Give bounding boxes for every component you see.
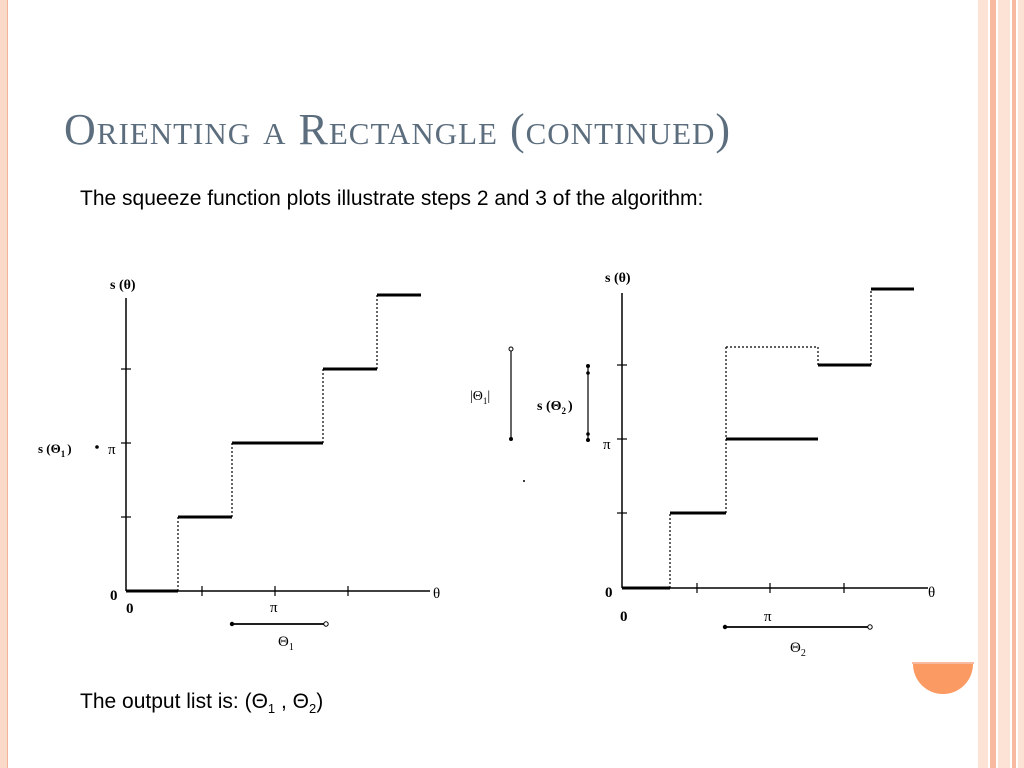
right-x-ticks [696,583,845,593]
left-origin-y-label: 0 [110,588,118,604]
right-step-risers [669,289,872,588]
left-border-stripe [0,0,8,768]
right-origin-x-label: 0 [620,609,628,625]
right-step-treads [622,287,914,590]
output-list-text: The output list is: (Θ1 , Θ2) [80,690,324,717]
theta2-start-point [722,624,728,630]
right-origin-y-label: 0 [605,585,613,601]
middle-annotations: |Θ1| s (Θ2) [470,346,590,482]
right-squeeze-plot: s (θ) θ 0 0 π π Θ2 [603,271,935,659]
theta2-label: Θ2 [790,640,806,659]
s-theta1-label: s (Θ1) [38,441,72,459]
theta1-end-point [323,621,329,627]
left-x-ticks [201,586,349,596]
theta1-label: Θ1 [278,634,294,653]
right-pi-y-label: π [603,437,611,453]
s-theta2-label: s (Θ2) [537,399,573,416]
left-step-treads [126,293,421,593]
left-pi-x-label: π [270,600,278,616]
decorative-orange-half-circle [912,662,974,694]
left-squeeze-plot: s (θ) θ 0 0 π π s (Θ1) Θ1 [38,278,440,653]
theta2-end-point [867,624,873,630]
slide-title: Orienting a Rectangle (continued) [64,105,732,154]
intro-text: The squeeze function plots illustrate st… [80,187,704,210]
left-origin-x-label: 0 [126,601,134,617]
right-y-ticks [617,364,627,514]
right-pi-x-label: π [764,609,772,625]
theta1-start-point [229,621,235,627]
stray-mark [523,480,525,482]
right-x-axis-label: θ [928,585,935,601]
right-y-axis-label: s (θ) [605,271,631,286]
left-step-risers [177,295,378,591]
left-x-axis-label: θ [433,586,440,602]
left-y-axis-label: s (θ) [110,278,136,293]
s-theta1-dot [95,445,99,449]
abs-theta1-label: |Θ1| [470,389,490,406]
right-border-stripes [978,0,1024,768]
left-pi-y-label: π [108,442,116,458]
left-y-ticks [121,368,131,518]
